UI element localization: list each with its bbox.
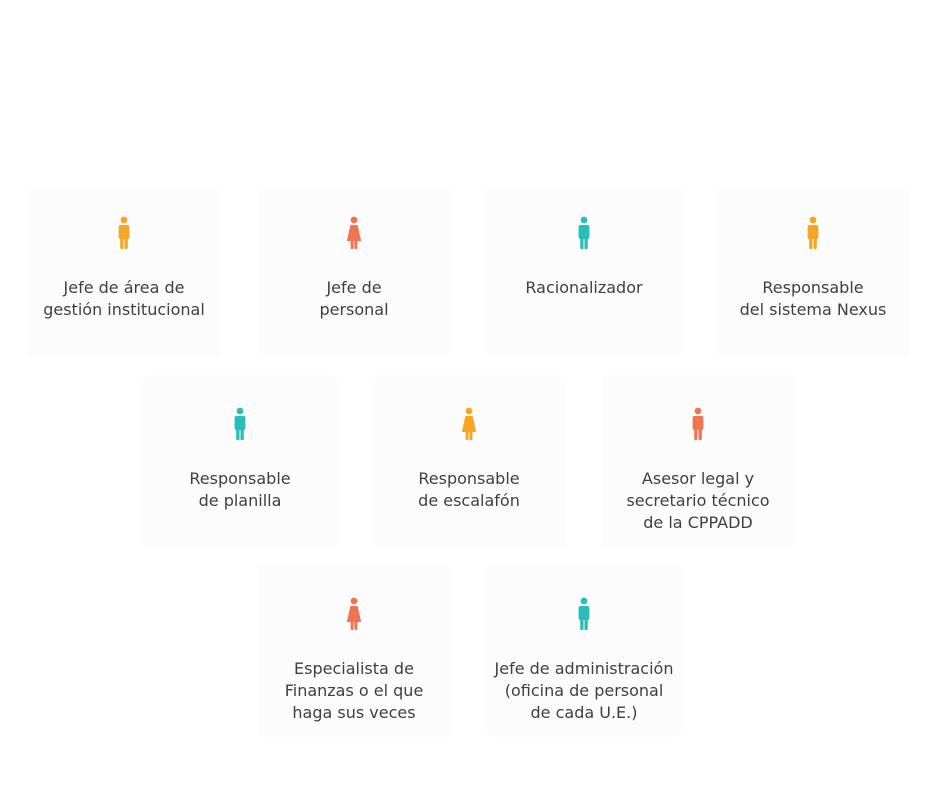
role-card-jefe-area-gestion: Jefe de área de gestión institucional: [28, 186, 220, 354]
male-person-icon: [578, 597, 590, 630]
male-person-icon: [578, 216, 590, 249]
role-card-jefe-administracion: Jefe de administración (oficina de perso…: [488, 567, 680, 735]
role-card-responsable-escalafon: Responsable de escalafón: [373, 377, 565, 545]
male-person-icon: [807, 216, 819, 249]
role-label: Responsable de planilla: [189, 469, 291, 510]
role-card-jefe-personal: Jefe de personal: [258, 186, 450, 354]
role-label: Jefe de personal: [319, 278, 389, 319]
role-card-responsable-planilla: Responsable de planilla: [144, 377, 336, 545]
female-person-icon: [346, 597, 362, 630]
role-card-especialista-finanzas: Especialista de Finanzas o el que haga s…: [258, 567, 450, 735]
female-person-icon: [461, 407, 477, 440]
male-person-icon: [118, 216, 130, 249]
role-card-racionalizador: Racionalizador: [488, 186, 680, 354]
role-label: Jefe de área de gestión institucional: [43, 278, 205, 319]
role-label: Responsable del sistema Nexus: [739, 278, 887, 319]
role-label: Especialista de Finanzas o el que haga s…: [284, 659, 424, 722]
role-label: Responsable de escalafón: [418, 469, 520, 510]
role-card-asesor-legal: Asesor legal y secretario técnico de la …: [602, 377, 794, 545]
role-label: Racionalizador: [525, 278, 643, 297]
role-label: Jefe de administración (oficina de perso…: [494, 659, 674, 722]
male-person-icon: [692, 407, 704, 440]
female-person-icon: [346, 216, 362, 249]
role-card-responsable-nexus: Responsable del sistema Nexus: [717, 186, 909, 354]
male-person-icon: [234, 407, 246, 440]
role-label: Asesor legal y secretario técnico de la …: [626, 469, 770, 532]
